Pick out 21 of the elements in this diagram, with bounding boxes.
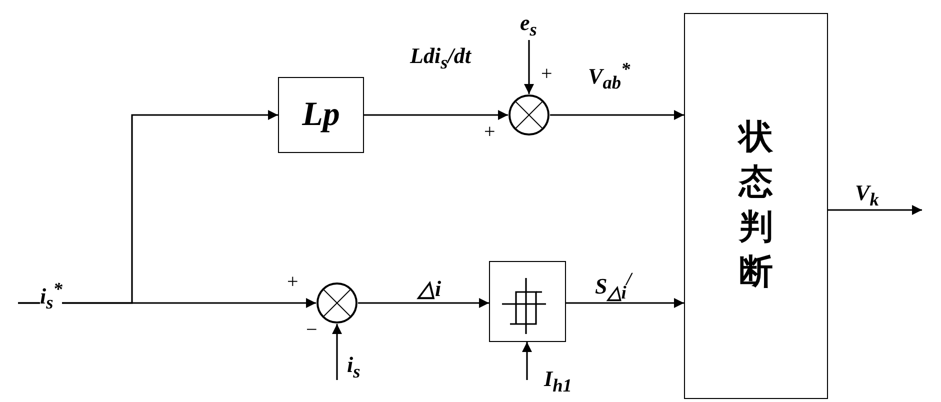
sign-label: + <box>287 272 298 292</box>
process-box: Lp <box>278 77 364 153</box>
arrow <box>566 298 684 308</box>
arrow <box>358 298 489 308</box>
arrow <box>524 40 534 94</box>
arrow <box>18 298 316 308</box>
arrow <box>364 110 508 120</box>
summing-junction <box>316 282 358 324</box>
sign-label: + <box>541 64 552 84</box>
edge-label: i$_{s}$ <box>347 354 360 381</box>
arrow <box>550 110 684 120</box>
edge-label: Ldi$_{s}$/dt <box>410 45 471 72</box>
arrow <box>332 324 342 380</box>
sign-label: + <box>484 122 496 142</box>
edge-label: △i <box>418 278 442 300</box>
sign-label: − <box>306 320 318 340</box>
arrow <box>522 342 532 380</box>
hysteresis-box <box>489 261 566 342</box>
arrow <box>828 205 922 215</box>
summing-junction <box>508 94 550 136</box>
state-judgement-box: 状态判断 <box>684 13 828 399</box>
